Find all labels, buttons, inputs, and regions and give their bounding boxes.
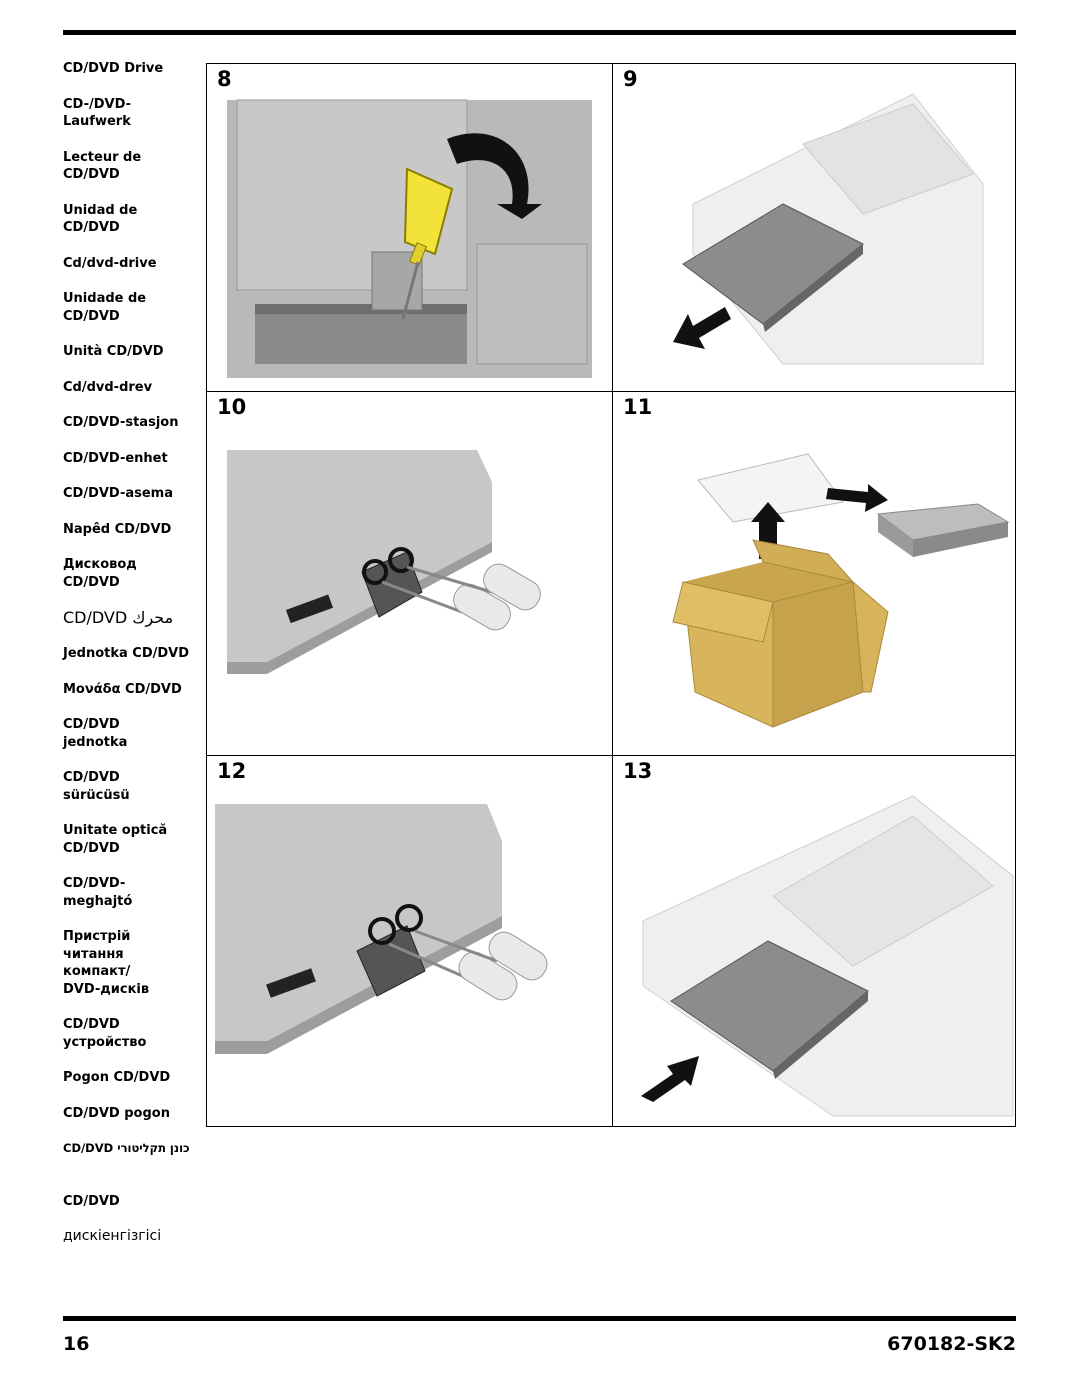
box-icon — [672, 539, 889, 728]
lang-german: CD-/DVD- Laufwerk — [63, 96, 131, 130]
optical-drive-icon — [682, 203, 864, 332]
lang-slovenian: CD/DVD pogon — [63, 1105, 170, 1121]
lang-spanish: Unidad de CD/DVD — [63, 202, 138, 236]
step-number-9: 9 — [623, 67, 638, 91]
lang-hungarian: CD/DVD- meghajtó — [63, 876, 133, 909]
lang-norwegian: CD/DVD-stasjon — [63, 415, 179, 430]
lang-greek: Μονάδα CD/DVD — [63, 681, 182, 697]
step-12-illustration — [215, 804, 548, 1054]
optical-drive-icon — [670, 940, 869, 1079]
screwdriver-icon — [388, 929, 548, 1001]
step-number-11: 11 — [623, 395, 653, 419]
lang-ukrainian: Пристрій читання компакт/ DVD-дисків — [63, 929, 150, 997]
lang-kazakh-line2: дискіенгізгісі — [63, 1228, 162, 1244]
step-8-illustration — [227, 99, 592, 378]
document-code: 670182-SK2 — [887, 1333, 1016, 1355]
step-13-panel: 13 — [613, 756, 1017, 1127]
step-number-12: 12 — [217, 759, 247, 783]
lang-swedish: CD/DVD-enhet — [63, 450, 168, 466]
lang-portuguese: Unidade de CD/DVD — [63, 291, 147, 324]
step-13-illustration — [641, 795, 1014, 1117]
language-list: CD/DVD Drive CD-/DVD- Laufwerk Lecteur d… — [63, 60, 203, 1281]
lang-bulgarian: CD/DVD устройство — [63, 1017, 147, 1050]
screwdriver-icon — [381, 563, 541, 631]
step-8-panel: 8 — [207, 64, 612, 391]
anti-static-bag-icon — [697, 453, 844, 523]
lang-romanian: Unitate optică CD/DVD — [63, 823, 168, 856]
grid-divider-row1 — [207, 391, 1015, 392]
step-11-illustration — [672, 453, 1010, 728]
step-number-13: 13 — [623, 759, 653, 783]
grid-divider-vertical — [612, 64, 613, 1126]
lang-polish: Napêd CD/DVD — [63, 521, 172, 537]
lang-kazakh-line1: CD/DVD — [63, 1194, 120, 1209]
page-number: 16 — [63, 1333, 90, 1355]
step-10-panel: 10 — [207, 392, 612, 755]
screwdriver-icon — [401, 167, 454, 320]
lang-hebrew: CD/DVD כונן תקליטורי — [63, 1141, 190, 1155]
step-10-illustration — [227, 450, 541, 674]
lang-finnish: CD/DVD-asema — [63, 486, 174, 501]
bracket-icon — [356, 904, 426, 997]
lang-czech: Jednotka CD/DVD — [63, 646, 190, 661]
step-11-panel: 11 — [613, 392, 1017, 755]
grid-divider-row2 — [207, 755, 1015, 756]
step-number-8: 8 — [217, 67, 232, 91]
lang-arabic: CD/DVD محرك — [63, 608, 174, 627]
lang-russian: Дисковод CD/DVD — [63, 557, 137, 590]
rotate-arrow-icon — [447, 133, 542, 219]
bottom-rule — [63, 1316, 1016, 1321]
lang-dutch: Cd/dvd-drive — [63, 255, 157, 271]
arrow-icon — [826, 484, 888, 512]
lang-italian: Unità CD/DVD — [63, 344, 164, 359]
lang-danish: Cd/dvd-drev — [63, 379, 153, 395]
lang-turkish: CD/DVD sürücüsü — [63, 770, 130, 803]
lang-french: Lecteur de CD/DVD — [63, 149, 142, 183]
lang-slovak: CD/DVD jednotka — [63, 717, 128, 750]
steps-grid: 8 9 — [206, 63, 1016, 1127]
step-9-panel: 9 — [613, 64, 1017, 391]
top-rule — [63, 30, 1016, 35]
lang-croatian: Pogon CD/DVD — [63, 1070, 171, 1085]
arrow-icon — [641, 1056, 699, 1102]
optical-drive-icon — [876, 503, 1010, 557]
lang-kazakh: CD/DVD дискіенгізгісі — [63, 1176, 203, 1264]
lang-english: CD/DVD Drive — [63, 61, 164, 76]
arrow-icon — [673, 307, 731, 349]
step-number-10: 10 — [217, 395, 247, 419]
step-12-panel: 12 — [207, 756, 612, 1127]
step-9-illustration — [673, 93, 984, 365]
